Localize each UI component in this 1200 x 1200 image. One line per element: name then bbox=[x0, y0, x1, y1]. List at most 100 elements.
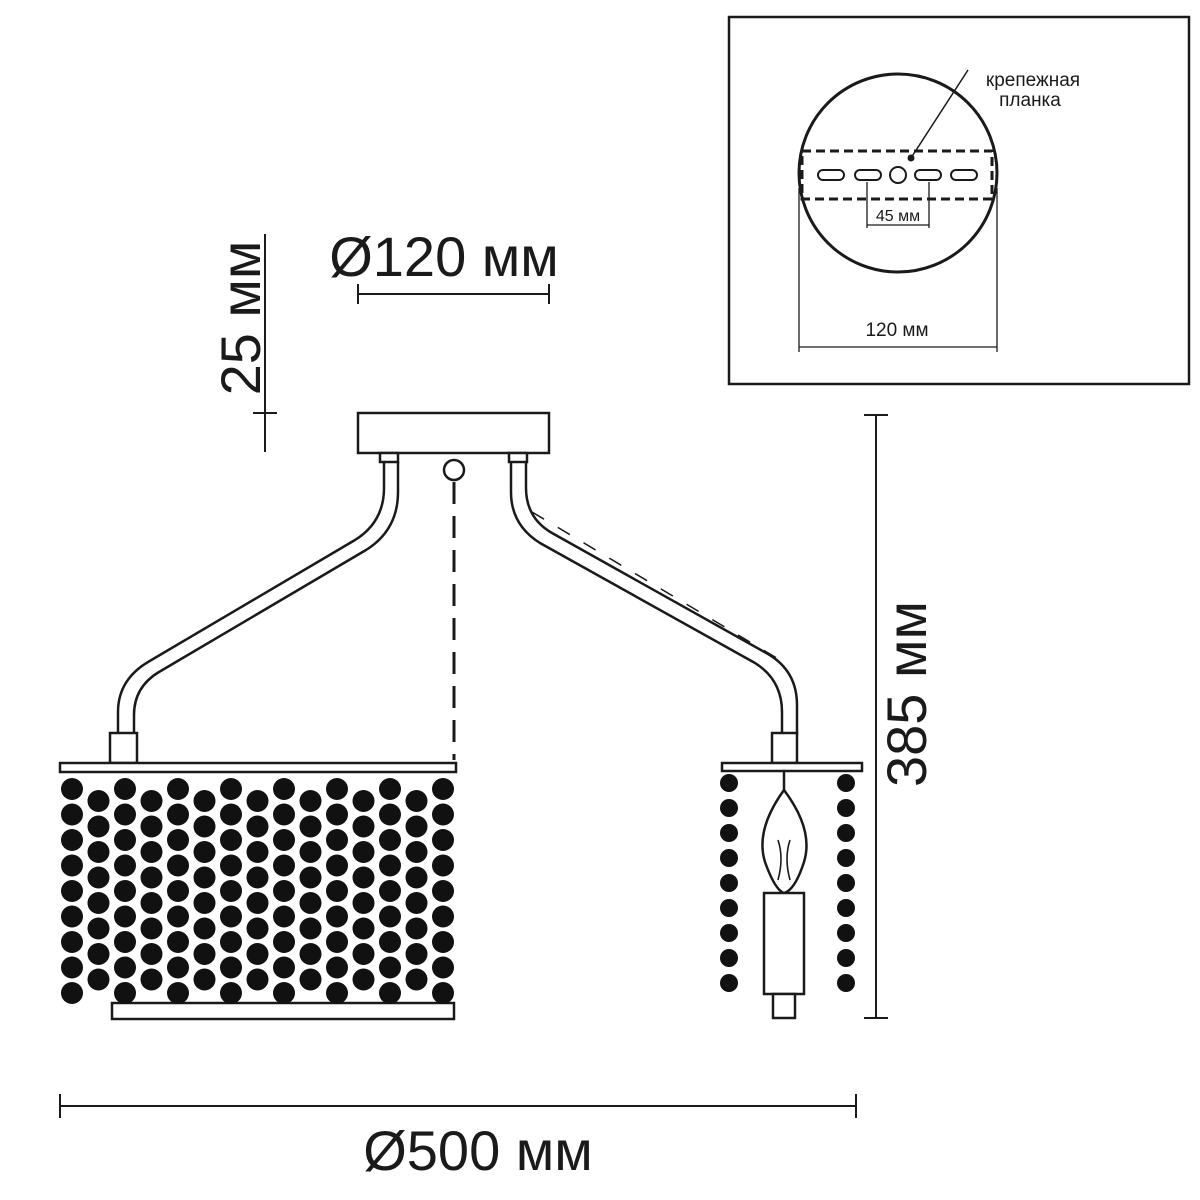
crystal-bead bbox=[720, 849, 738, 867]
crystal-bead bbox=[720, 874, 738, 892]
crystal-bead bbox=[61, 982, 83, 1004]
total-diameter-dimension bbox=[59, 1094, 857, 1118]
crystal-bead bbox=[220, 880, 242, 902]
crystal-bead bbox=[837, 849, 855, 867]
crystal-bead bbox=[326, 803, 348, 826]
crystal-bead bbox=[140, 968, 163, 991]
crystal-bead bbox=[273, 905, 295, 928]
crystal-bead bbox=[140, 892, 163, 914]
crystal-bead bbox=[432, 982, 454, 1004]
crystal-bead bbox=[193, 841, 216, 863]
crystal-bead bbox=[220, 956, 242, 979]
crystal-bead bbox=[220, 905, 242, 928]
candle-filament bbox=[777, 839, 791, 881]
crystal-bead bbox=[299, 943, 322, 965]
slot bbox=[817, 169, 845, 181]
crystal-bead bbox=[379, 880, 401, 902]
crystal-bead bbox=[114, 778, 136, 800]
crystal-bead bbox=[720, 924, 738, 942]
crystal-bead bbox=[299, 790, 322, 812]
candle-bulb bbox=[761, 787, 808, 895]
crystal-bead bbox=[352, 790, 375, 812]
left-shade-bottom-ring bbox=[110, 1001, 456, 1021]
crystal-bead bbox=[167, 905, 189, 928]
crystal-bead bbox=[432, 803, 454, 826]
crystal-bead bbox=[246, 892, 269, 914]
total-height-label: 385 мм bbox=[875, 601, 938, 787]
right-shade-top-ring bbox=[720, 761, 864, 773]
canopy-lug-left bbox=[378, 451, 400, 464]
crystal-bead bbox=[87, 943, 110, 965]
crystal-bead bbox=[246, 841, 269, 863]
crystal-bead bbox=[379, 829, 401, 851]
crystal-bead bbox=[405, 968, 428, 991]
crystal-bead bbox=[246, 968, 269, 991]
crystal-bead bbox=[114, 905, 136, 928]
right-arm bbox=[509, 462, 784, 735]
crystal-bead bbox=[61, 905, 83, 928]
crystal-bead bbox=[246, 790, 269, 812]
crystal-bead bbox=[379, 778, 401, 800]
crystal-bead bbox=[837, 824, 855, 842]
crystal-bead bbox=[405, 815, 428, 838]
crystal-bead bbox=[432, 778, 454, 800]
crystal-bead bbox=[720, 899, 738, 917]
crystal-bead bbox=[379, 982, 401, 1004]
crystal-bead bbox=[220, 931, 242, 953]
canopy-height-dimension bbox=[253, 234, 277, 452]
crystal-bead bbox=[220, 829, 242, 851]
crystal-bead bbox=[220, 778, 242, 800]
crystal-bead bbox=[61, 778, 83, 800]
crystal-bead bbox=[720, 774, 738, 792]
crystal-bead bbox=[193, 968, 216, 991]
crystal-bead bbox=[114, 803, 136, 826]
crystal-bead bbox=[273, 931, 295, 953]
crystal-bead bbox=[140, 815, 163, 838]
crystal-bead bbox=[299, 841, 322, 863]
crystal-bead bbox=[87, 917, 110, 940]
crystal-bead bbox=[246, 917, 269, 940]
crystal-bead bbox=[352, 968, 375, 991]
mounting-bar-outline bbox=[800, 149, 994, 201]
crystal-bead bbox=[140, 866, 163, 889]
crystal-bead bbox=[246, 815, 269, 838]
crystal-bead bbox=[87, 841, 110, 863]
crystal-bead bbox=[837, 874, 855, 892]
crystal-bead bbox=[167, 854, 189, 877]
candle-base bbox=[771, 992, 797, 1020]
crystal-bead bbox=[326, 982, 348, 1004]
crystal-bead bbox=[432, 854, 454, 877]
mounting-bar-slots bbox=[817, 166, 978, 184]
crystal-bead bbox=[193, 866, 216, 889]
crystal-bead bbox=[61, 829, 83, 851]
crystal-bead bbox=[87, 968, 110, 991]
canopy-screw bbox=[442, 458, 466, 482]
crystal-bead bbox=[405, 943, 428, 965]
crystal-bead bbox=[379, 931, 401, 953]
crystal-bead bbox=[273, 778, 295, 800]
callout-label-line2: планка bbox=[999, 90, 1061, 111]
crystal-bead bbox=[326, 931, 348, 953]
crystal-bead bbox=[405, 917, 428, 940]
mounting-plate-inset: крепежная планка 45 мм 120 мм bbox=[727, 15, 1191, 386]
crystal-bead bbox=[193, 815, 216, 838]
crystal-bead bbox=[220, 982, 242, 1004]
crystal-bead bbox=[61, 931, 83, 953]
crystal-bead bbox=[299, 815, 322, 838]
crystal-bead bbox=[379, 905, 401, 928]
crystal-bead bbox=[352, 917, 375, 940]
crystal-bead bbox=[432, 880, 454, 902]
canopy-lug-right bbox=[507, 451, 529, 464]
crystal-bead bbox=[61, 956, 83, 979]
crystal-bead bbox=[299, 917, 322, 940]
crystal-bead bbox=[140, 917, 163, 940]
crystal-bead bbox=[405, 841, 428, 863]
canopy-height-label: 25 мм bbox=[209, 241, 272, 396]
callout-leader bbox=[910, 69, 969, 159]
plate-diameter-label: 120 мм bbox=[865, 320, 928, 341]
crystal-bead bbox=[837, 774, 855, 792]
crystal-bead bbox=[220, 854, 242, 877]
left-shade-crystal-beads bbox=[61, 778, 454, 1004]
left-shade-top-ring bbox=[58, 761, 458, 774]
